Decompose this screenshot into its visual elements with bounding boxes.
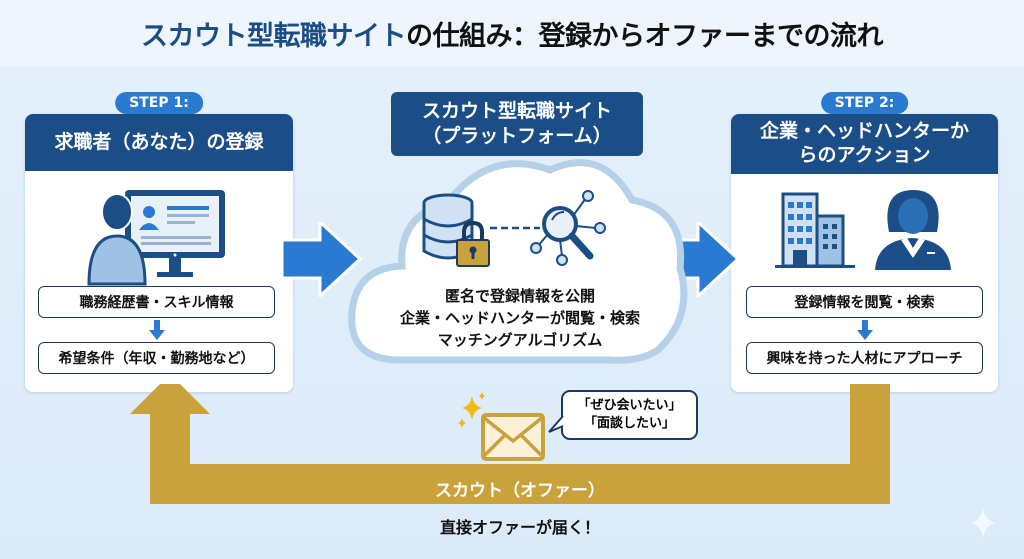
platform-description: 匿名で登録情報を公開 企業・ヘッドハンターが閲覧・検索 マッチングアルゴリズム — [360, 286, 680, 351]
sparkle-watermark-icon — [968, 506, 998, 540]
step1-item-resume: 職務経歴書・スキル情報 — [38, 286, 275, 318]
step1-item-preferences: 希望条件（年収・勤務地など） — [38, 342, 275, 374]
step1-badge: STEP 1: — [115, 92, 203, 114]
magnifier-network-icon — [530, 190, 610, 272]
bubble-tail — [548, 415, 564, 433]
bubble-line-interview: 「面談したい」 — [583, 416, 675, 431]
down-arrow-icon — [857, 320, 873, 340]
lock-icon — [455, 220, 491, 268]
platform-line-matching: マッチングアルゴリズム — [437, 330, 603, 349]
step2-heading-line1: 企業・ヘッドハンターか — [759, 120, 969, 143]
scout-arrow-label: スカウト（オファー） — [435, 481, 605, 501]
office-building-icon — [773, 190, 857, 270]
platform-heading-line2: （プラットフォーム） — [422, 125, 612, 147]
step2-heading-line2: らのアクション — [798, 144, 931, 166]
step2-badge: STEP 2: — [820, 92, 909, 114]
bubble-line-meet: 「ぜひ会いたい」 — [577, 397, 682, 413]
platform-line-anonymous: 匿名で登録情報を公開 — [444, 287, 595, 305]
step2-heading: 企業・ヘッドハンターか らのアクション — [731, 114, 998, 174]
person-at-computer-icon — [87, 184, 237, 289]
scout-message-bubble: 「ぜひ会いたい」 「面談したい」 — [561, 390, 698, 440]
title-rest: の仕組み：登録からオファーまでの流れ — [406, 20, 884, 52]
scout-return-arrow — [130, 384, 890, 504]
step2-item-approach: 興味を持った人材にアプローチ — [746, 342, 983, 374]
right-arrow-icon — [282, 222, 362, 297]
platform-heading-line1: スカウト型転職サイト — [421, 100, 612, 123]
step2-card: STEP 2: 企業・ヘッドハンターか らのアクション — [731, 92, 998, 392]
title-accent: スカウト型転職サイト — [141, 20, 407, 52]
headhunter-person-icon — [875, 188, 951, 270]
platform-heading: スカウト型転職サイト （プラットフォーム） — [391, 92, 643, 156]
step2-item-browse: 登録情報を閲覧・検索 — [746, 286, 983, 318]
sparkle-icon — [456, 392, 486, 428]
step1-heading: 求職者（あなた）の登録 — [25, 114, 293, 171]
platform-line-search: 企業・ヘッドハンターが閲覧・検索 — [399, 308, 640, 327]
down-arrow-icon — [149, 320, 165, 340]
dashed-connector — [490, 226, 540, 230]
envelope-icon — [481, 413, 545, 461]
page-title: スカウト型転職サイトの仕組み：登録からオファーまでの流れ — [0, 0, 1024, 66]
step1-card: STEP 1: 求職者（あなた）の登録 職務経歴書・スキル情報 希望条件（年収・… — [25, 92, 293, 392]
offer-caption: 直接オファーが届く！ — [439, 518, 600, 537]
